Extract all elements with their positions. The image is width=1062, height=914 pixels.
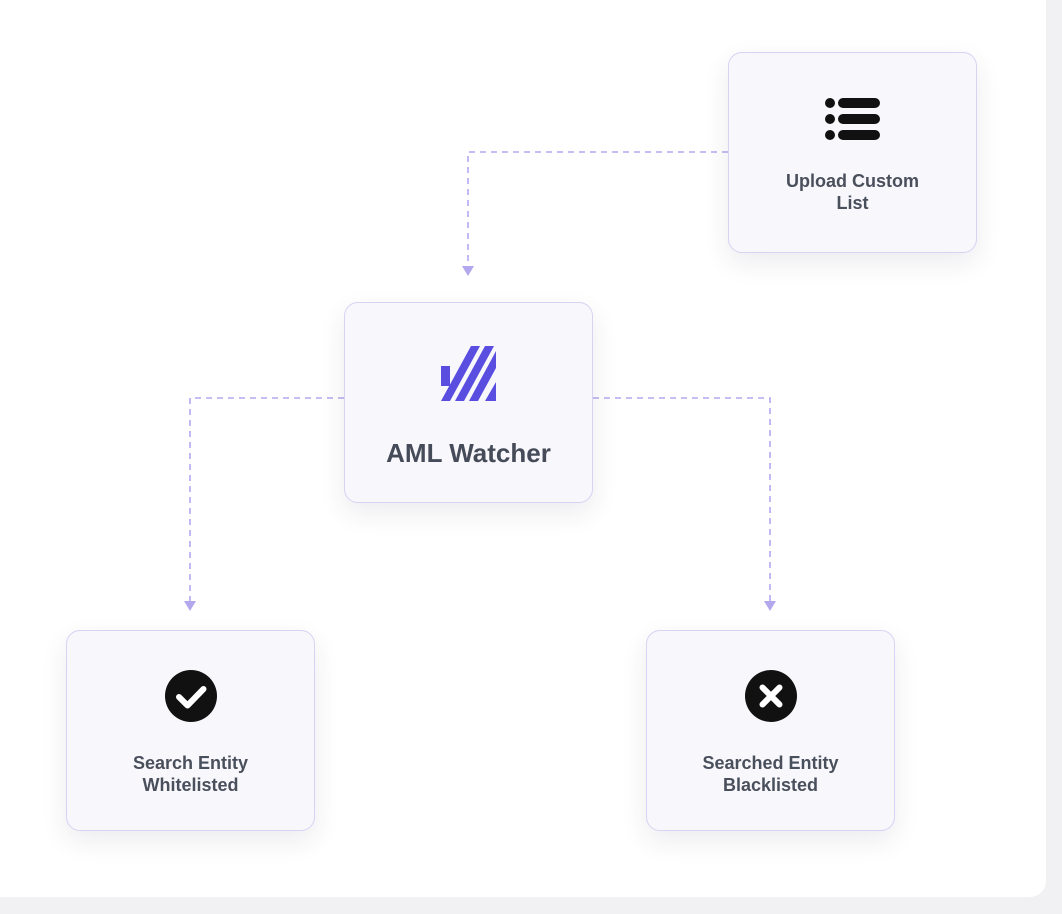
aml-watcher-logo-icon [440, 345, 497, 402]
list-icon [824, 97, 881, 140]
node-upload-custom-list[interactable]: Upload Custom List [728, 52, 977, 253]
edge-aml-to-blacklisted [593, 397, 771, 602]
node-label: AML Watcher [386, 437, 551, 468]
x-circle-icon [744, 669, 797, 722]
check-circle-icon [164, 669, 217, 722]
node-label: Upload Custom List [786, 170, 919, 213]
edge-aml-to-whitelisted [189, 397, 344, 602]
edge-upload-to-aml [467, 151, 728, 266]
node-aml-watcher[interactable]: AML Watcher [344, 302, 593, 503]
arrowhead-whitelisted [184, 601, 196, 611]
node-label: Searched Entity Blacklisted [702, 752, 839, 795]
node-label: Search Entity Whitelisted [132, 752, 249, 795]
arrowhead-aml [462, 266, 474, 276]
arrowhead-blacklisted [764, 601, 776, 611]
node-searched-entity-blacklisted[interactable]: Searched Entity Blacklisted [646, 630, 895, 831]
node-search-entity-whitelisted[interactable]: Search Entity Whitelisted [66, 630, 315, 831]
